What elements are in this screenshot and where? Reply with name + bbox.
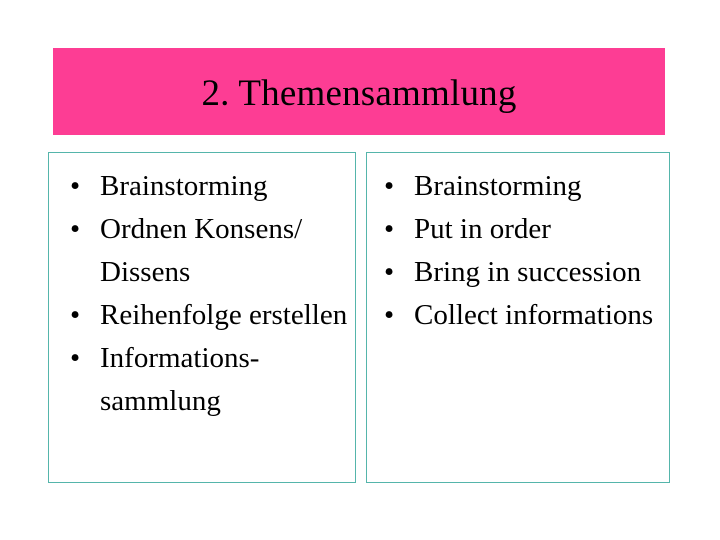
bullet-icon: • [70,213,81,245]
content-box-english: • Brainstorming • Put in order • Bring i… [366,152,670,483]
list-item: • Collect informations [380,294,669,337]
list-item-label: Put in order [414,213,551,245]
bullet-list-german: • Brainstorming • Ordnen Konsens/ Dissen… [49,165,355,423]
bullet-icon: • [384,299,395,331]
list-item: • Reihenfolge erstellen [66,294,355,337]
bullet-icon: • [384,256,395,288]
list-item-label: Bring in succession [414,256,642,288]
bullet-list-english: • Brainstorming • Put in order • Bring i… [367,165,669,337]
bullet-icon: • [384,170,395,202]
page-title: 2. Themensammlung [201,73,517,114]
list-item-label: Reihenfolge erstellen [100,299,348,331]
list-item: • Brainstorming [66,165,355,208]
list-item: • Ordnen Konsens/ Dissens [66,208,355,294]
bullet-icon: • [70,342,81,374]
bullet-icon: • [70,170,81,202]
list-item: • Bring in succession [380,251,669,294]
list-item: • Put in order [380,208,669,251]
list-item-label: Ordnen Konsens/ Dissens [100,213,303,288]
content-box-german: • Brainstorming • Ordnen Konsens/ Dissen… [48,152,356,483]
list-item-label: Brainstorming [414,170,582,202]
list-item-label: Informations-sammlung [100,342,260,417]
list-item: • Informations-sammlung [66,337,355,423]
list-item-label: Collect informations [414,299,654,331]
title-banner: 2. Themensammlung [53,48,665,135]
bullet-icon: • [70,299,81,331]
list-item-label: Brainstorming [100,170,268,202]
list-item: • Brainstorming [380,165,669,208]
bullet-icon: • [384,213,395,245]
